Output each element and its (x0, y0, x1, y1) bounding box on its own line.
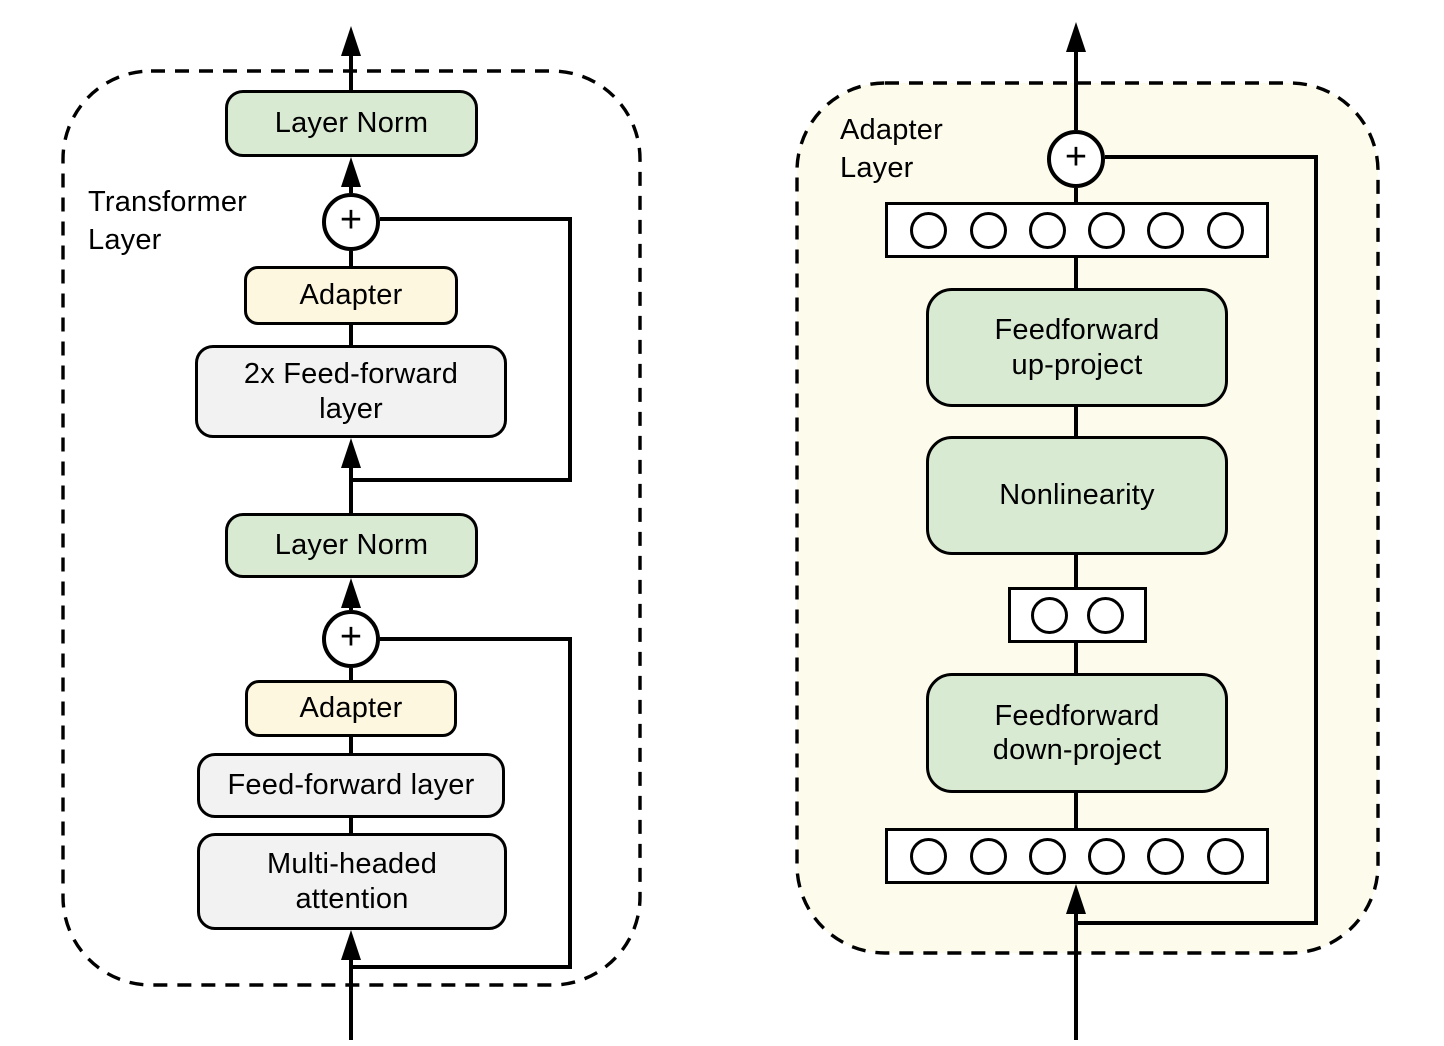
residual-add-bottom-circle: + (322, 610, 380, 668)
feedforward-down-project-box: Feedforward down-project (926, 673, 1228, 793)
right-connectors (1074, 50, 1318, 1040)
unit-circle (1147, 211, 1185, 249)
nonlinearity-box: Nonlinearity (926, 436, 1228, 555)
unit-circle (1206, 211, 1244, 249)
adapter-residual-add-circle: + (1047, 130, 1105, 188)
residual-add-top-circle: + (322, 193, 380, 251)
layer-norm-bottom-box: Layer Norm (225, 513, 478, 578)
bottleneck-vector-row (1008, 587, 1147, 643)
unit-circle (1087, 596, 1125, 634)
adapter-bottom-box: Adapter (245, 680, 457, 737)
unit-circle (1028, 837, 1066, 875)
top-vector-row (885, 202, 1269, 258)
unit-circle (1028, 211, 1066, 249)
unit-circle (1030, 596, 1068, 634)
unit-circle (910, 837, 948, 875)
right-arrowheads (1066, 22, 1086, 914)
feedforward-up-project-box: Feedforward up-project (926, 288, 1228, 407)
unit-circle (1147, 837, 1185, 875)
unit-circle (1088, 211, 1126, 249)
feed-forward-layer-box: Feed-forward layer (197, 753, 505, 818)
unit-circle (969, 837, 1007, 875)
transformer-layer-label: Transformer Layer (88, 186, 248, 256)
feed-forward-2x-box: 2x Feed-forward layer (195, 345, 507, 438)
adapter-top-box: Adapter (244, 266, 458, 325)
unit-circle (1088, 837, 1126, 875)
bottom-vector-row (885, 828, 1269, 884)
adapter-layer-label: Adapter Layer (840, 114, 943, 184)
layer-norm-top-box: Layer Norm (225, 90, 478, 157)
unit-circle (1206, 837, 1244, 875)
left-arrowheads (341, 26, 361, 960)
multi-headed-attention-box: Multi-headed attention (197, 833, 507, 930)
unit-circle (910, 211, 948, 249)
unit-circle (969, 211, 1007, 249)
